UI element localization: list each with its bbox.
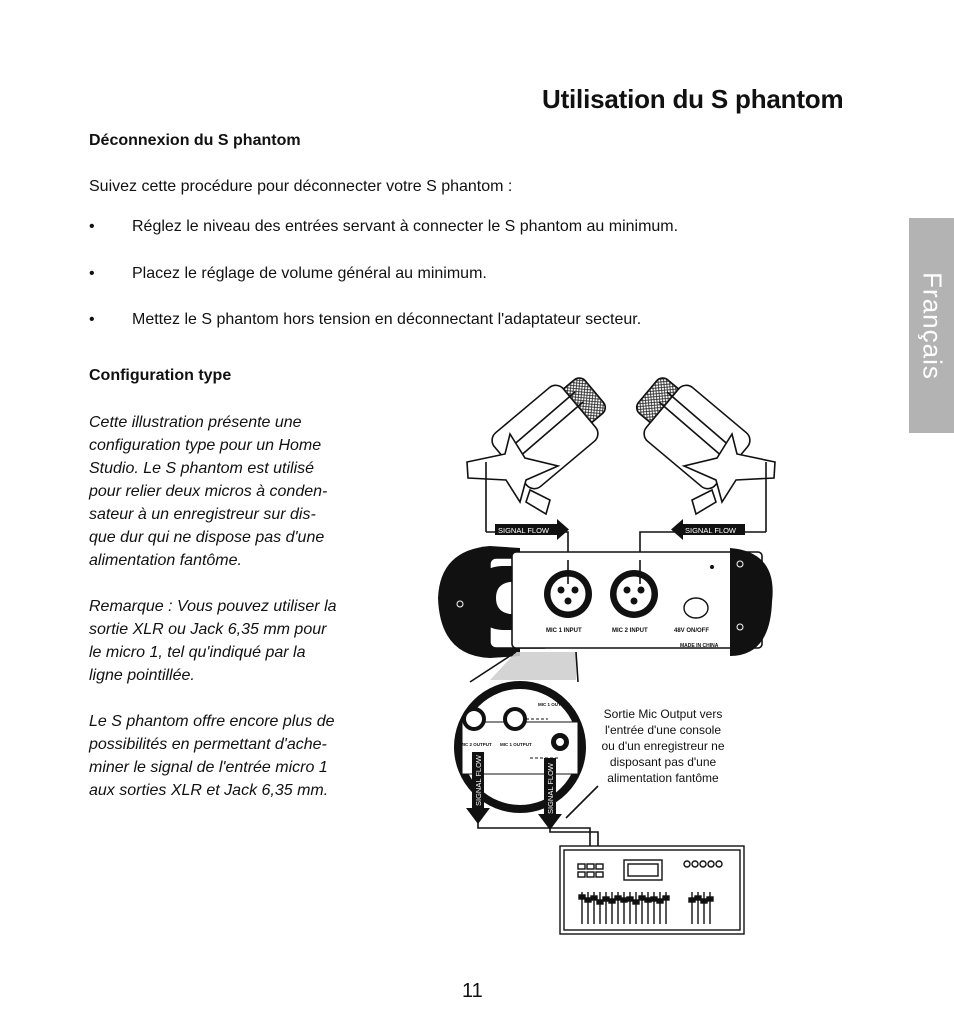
paragraph-note: Remarque : Vous pouvez utiliser la sorti…	[89, 595, 364, 687]
mic1-output-xlr-label: MIC 1 OUTPUT	[500, 742, 532, 747]
section-heading-configuration: Configuration type	[89, 367, 232, 384]
callout-note: Sortie Mic Output vers l'entrée d'une co…	[588, 706, 738, 786]
bullet-text: Réglez le niveau des entrées servant à c…	[132, 218, 679, 235]
signal-flow-arrow-left: SIGNAL FLOW	[495, 519, 569, 540]
text-line: pour relier deux micros à conden-	[89, 483, 328, 500]
text-line: sortie XLR ou Jack 6,35 mm pour	[89, 621, 327, 638]
section-heading-disconnect: Déconnexion du S phantom	[89, 132, 301, 149]
text-line: possibilités en permettant d'ache-	[89, 736, 327, 753]
signal-flow-label: SIGNAL FLOW	[546, 762, 555, 814]
text-line: miner le signal de l'entrée micro 1	[89, 759, 328, 776]
list-item: • Placez le réglage de volume général au …	[89, 265, 678, 312]
list-item: • Réglez le niveau des entrées servant à …	[89, 218, 678, 265]
signal-flow-label: SIGNAL FLOW	[474, 754, 483, 806]
mic2-input-label: MIC 2 INPUT	[612, 628, 648, 634]
bullet-icon: •	[89, 218, 95, 235]
callout-line: Sortie Mic Output vers	[603, 707, 723, 721]
signal-flow-arrow-right: SIGNAL FLOW	[671, 519, 745, 540]
list-item: • Mettez le S phantom hors tension en déc…	[89, 311, 678, 358]
text-line: que dur qui ne dispose pas d'une	[89, 529, 325, 546]
recording-console	[559, 845, 745, 935]
language-tab: Français	[909, 218, 954, 433]
signal-flow-label: SIGNAL FLOW	[498, 526, 550, 535]
text-line: Le S phantom offre encore plus de	[89, 713, 335, 730]
text-line: le micro 1, tel qu'indiqué par la	[89, 644, 306, 661]
bullet-text: Mettez le S phantom hors tension en déco…	[132, 311, 642, 328]
power-label: 48V ON/OFF	[674, 628, 709, 634]
page-number: 11	[462, 980, 483, 1002]
text-line: aux sorties XLR et Jack 6,35 mm.	[89, 782, 329, 799]
microphone-left	[466, 377, 607, 560]
callout-line: l'entrée d'une console	[605, 723, 721, 737]
bullet-list: • Réglez le niveau des entrées servant à …	[89, 218, 678, 358]
paragraph-routing: Le S phantom offre encore plus de possib…	[89, 710, 364, 802]
mic2-output-label: MIC 2 OUTPUT	[460, 742, 492, 747]
text-line: Remarque : Vous pouvez utiliser la	[89, 598, 337, 615]
text-line: ligne pointillée.	[89, 667, 195, 684]
callout-line: disposant pas d'une	[609, 755, 717, 769]
callout-line: alimentation fantôme	[607, 771, 719, 785]
language-tab-label: Français	[917, 271, 947, 380]
text-line: configuration type pour un Home	[89, 437, 322, 454]
mic1-output-jack-label: MIC 1 OUTPUT	[538, 702, 570, 707]
made-in-label: MADE IN CHINA	[680, 643, 719, 649]
text-line: alimentation fantôme.	[89, 552, 242, 569]
bullet-icon: •	[89, 311, 95, 328]
callout-line: ou d'un enregistreur ne	[601, 739, 725, 753]
text-line: Studio. Le S phantom est utilisé	[89, 460, 315, 477]
text-line: sateur à un enregistreur sur dis-	[89, 506, 316, 523]
signal-flow-arrow-down-left: SIGNAL FLOW	[466, 752, 490, 824]
page-title: Utilisation du S phantom	[542, 84, 844, 114]
paragraph-description: Cette illustration présente une configur…	[89, 411, 364, 572]
mic1-input-label: MIC 1 INPUT	[546, 628, 582, 634]
s-phantom-front-panel: MIC 1 INPUT MIC 2 INPUT 48V ON/OFF MADE …	[438, 546, 773, 658]
bullet-text: Placez le réglage de volume général au m…	[132, 264, 487, 282]
signal-flow-arrow-down-right: SIGNAL FLOW	[538, 758, 562, 830]
bullet-icon: •	[89, 264, 95, 282]
configuration-diagram: SIGNAL FLOW SIGNAL FLOW MIC 1 INPUT MIC …	[438, 377, 776, 935]
intro-text: Suivez cette procédure pour déconnecter …	[89, 178, 513, 195]
signal-flow-label: SIGNAL FLOW	[685, 526, 737, 535]
text-line: Cette illustration présente une	[89, 414, 302, 431]
microphone-right	[635, 377, 776, 560]
